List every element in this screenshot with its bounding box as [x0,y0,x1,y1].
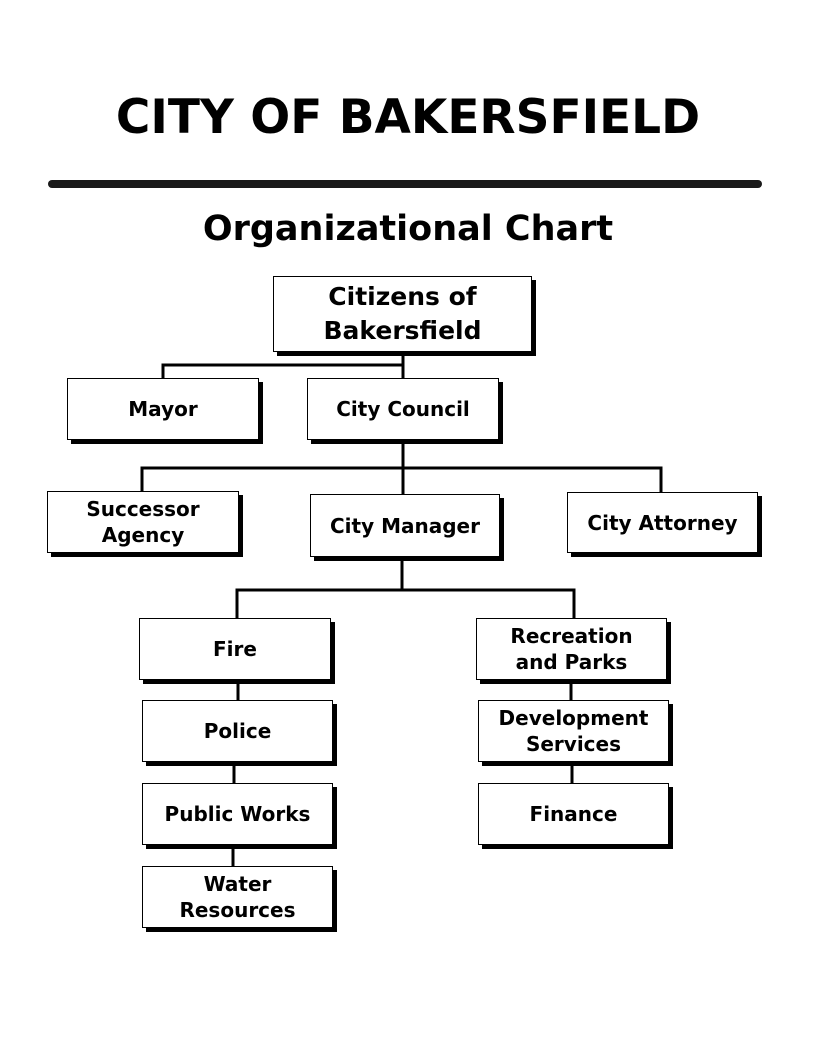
public-works-box: Public Works [142,783,333,845]
chart-subtitle: Organizational Chart [202,209,614,249]
city-attorney-label: City Attorney [587,510,738,535]
fire-label: Fire [213,637,257,661]
city-manager-label: City Manager [330,513,480,538]
citizens-label: Citizens of Bakersfield [323,282,482,345]
development-services-label: Development Services [498,706,649,756]
page-title: CITY OF BAKERSFIELD [115,90,701,145]
mayor-box: Mayor [67,378,259,440]
mayor-label: Mayor [128,397,198,421]
title-divider [48,180,762,188]
police-box: Police [142,700,333,762]
recreation-parks-box: Recreation and Parks [476,618,667,680]
water-resources-label: Water Resources [179,872,296,922]
public-works-label: Public Works [164,802,311,826]
finance-label: Finance [529,802,618,826]
water-resources-box: Water Resources [142,866,333,928]
successor-agency-label: Successor Agency [86,497,200,547]
police-label: Police [203,719,272,743]
finance-box: Finance [478,783,669,845]
city-council-label: City Council [336,397,470,421]
development-services-box: Development Services [478,700,669,762]
successor-agency-box: Successor Agency [47,491,239,553]
recreation-parks-label: Recreation and Parks [510,624,633,674]
city-council-box: City Council [307,378,499,440]
citizens-box: Citizens of Bakersfield [273,276,532,352]
city-manager-box: City Manager [310,494,500,557]
fire-box: Fire [139,618,331,680]
city-attorney-box: City Attorney [567,492,758,553]
